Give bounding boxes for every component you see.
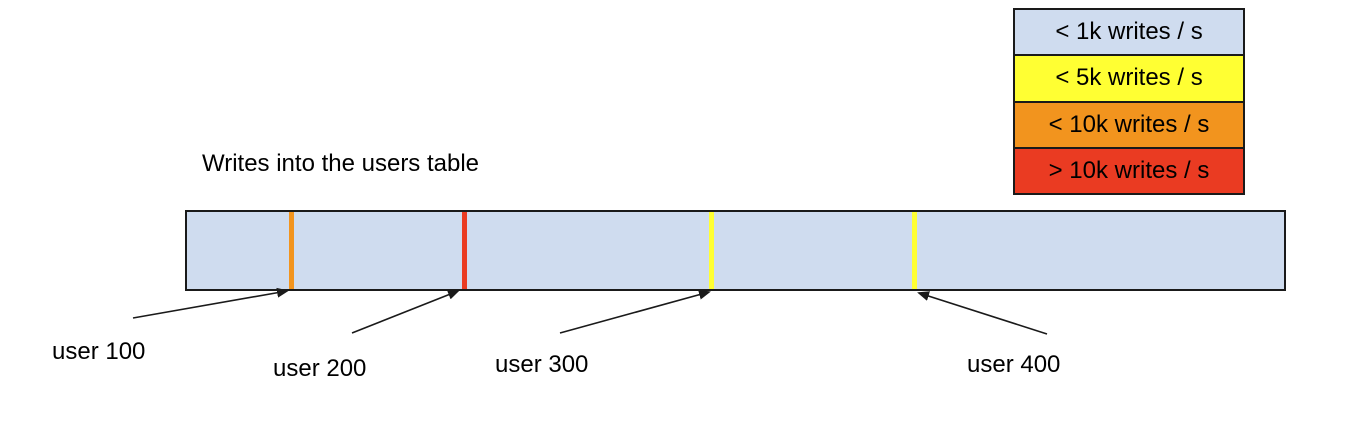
legend-item: < 10k writes / s [1013,100,1245,149]
legend-item-label: > 10k writes / s [1048,156,1210,184]
diagram-title: Writes into the users table [202,150,480,177]
write-hotspot-marker [708,212,714,289]
annotation-arrow [351,290,460,334]
write-hotspot-marker [911,212,917,289]
legend-item: < 5k writes / s [1013,54,1245,103]
legend-item-label: < 5k writes / s [1055,64,1203,92]
users-table-bar [185,210,1286,291]
user-label: user 400 [967,351,1061,378]
annotation-arrow [917,291,1048,335]
annotation-arrow [559,289,711,334]
write-hotspot-marker [461,212,467,289]
legend-item-label: < 10k writes / s [1048,110,1210,138]
user-label: user 200 [273,355,367,382]
legend-item: < 1k writes / s [1013,8,1245,57]
user-label: user 100 [52,338,146,365]
legend: < 1k writes / s < 5k writes / s < 10k writ… [1013,8,1245,195]
annotation-arrow [132,287,289,319]
write-hotspot-marker [288,212,294,289]
user-label: user 300 [495,351,589,378]
legend-item-label: < 1k writes / s [1055,18,1203,46]
legend-item: > 10k writes / s [1013,146,1245,195]
